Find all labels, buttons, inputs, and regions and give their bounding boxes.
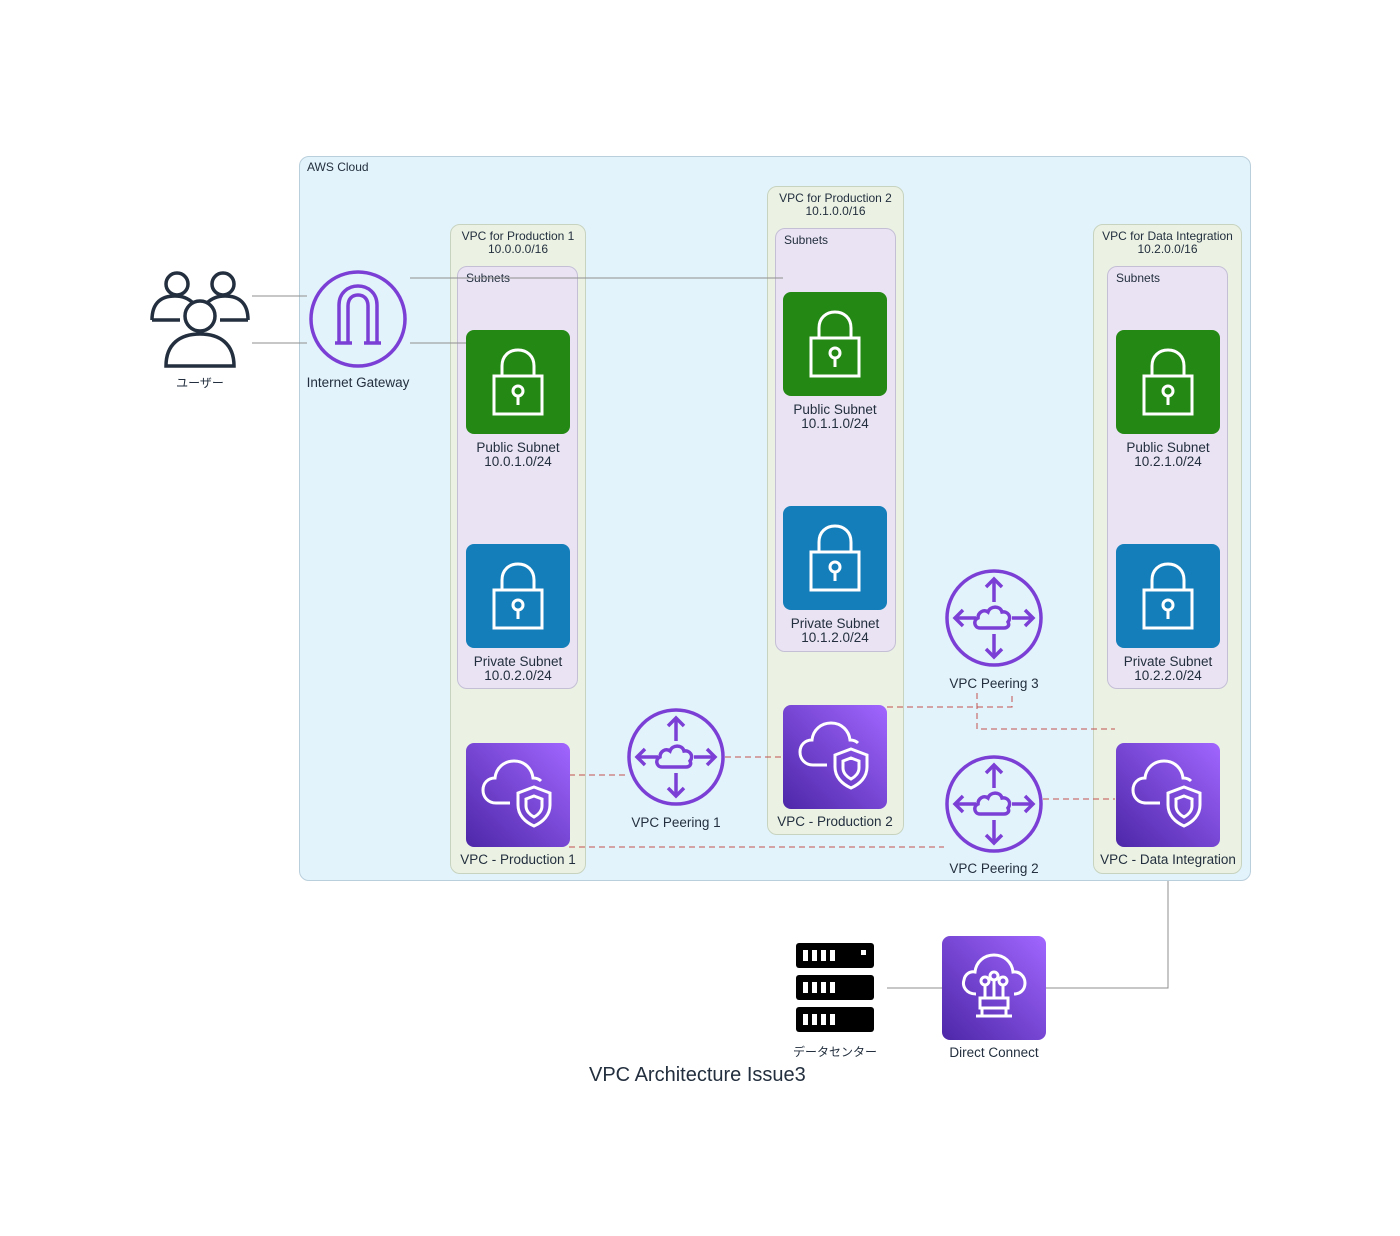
lock-icon [809, 310, 861, 378]
edge-peering3-data-integration [976, 693, 1115, 730]
vpc-production-1-node-label: VPC - Production 1 [460, 852, 576, 867]
direct-connect-icon [962, 953, 1027, 1018]
subnet-cidr: 10.0.2.0/24 [484, 668, 552, 683]
private-subnet-production-1 [466, 544, 570, 648]
users-label: ユーザー [176, 376, 224, 390]
vpc-production-2-name: VPC for Production 2 [779, 191, 892, 205]
datacenter-node [795, 940, 875, 1034]
public-subnet-data-integration-label: Public Subnet 10.2.1.0/24 [1098, 441, 1238, 469]
subnet-cidr: 10.1.1.0/24 [801, 416, 869, 431]
internet-gateway-icon [309, 270, 407, 368]
lock-icon [809, 524, 861, 592]
subnet-name: Private Subnet [473, 654, 563, 669]
vpc-production-1-node [466, 743, 570, 847]
vpc-production-2-node [783, 705, 887, 809]
aws-cloud-label: AWS Cloud [307, 160, 369, 174]
vpc-data-integration-name: VPC for Data Integration [1102, 229, 1233, 243]
server-rack-icon [796, 943, 874, 1032]
public-subnet-production-1 [466, 330, 570, 434]
vpc-peering-3-label: VPC Peering 3 [949, 676, 1039, 691]
peering-router-icon [945, 569, 1043, 667]
vpc-production-1-name: VPC for Production 1 [461, 229, 575, 243]
vpc-cloud-shield-icon [1131, 759, 1202, 828]
private-subnet-data-integration-label: Private Subnet 10.2.2.0/24 [1098, 655, 1238, 683]
subnets-production-2-label: Subnets [784, 233, 829, 247]
public-subnet-production-2 [783, 292, 887, 396]
direct-connect-label: Direct Connect [949, 1045, 1039, 1060]
vpc-peering-2-node [944, 754, 1044, 854]
vpc-data-integration-cidr: 10.2.0.0/16 [1137, 242, 1198, 256]
subnet-name: Private Subnet [790, 616, 880, 631]
vpc-production-1-title: VPC for Production 1 10.0.0.0/16 [451, 230, 585, 256]
public-subnet-production-2-label: Public Subnet 10.1.1.0/24 [765, 403, 905, 431]
peering-router-icon [945, 755, 1043, 853]
internet-gateway-node [308, 269, 408, 369]
subnet-name: Public Subnet [1126, 440, 1210, 455]
subnet-cidr: 10.1.2.0/24 [801, 630, 869, 645]
private-subnet-data-integration [1116, 544, 1220, 648]
private-subnet-production-2-label: Private Subnet 10.1.2.0/24 [765, 617, 905, 645]
edge-data-integration-direct-connect [1046, 881, 1169, 989]
datacenter-label: データセンター [792, 1045, 877, 1059]
direct-connect-node [942, 936, 1046, 1040]
lock-icon [1142, 348, 1194, 416]
vpc-production-2-cidr: 10.1.0.0/16 [805, 204, 866, 218]
lock-icon [492, 348, 544, 416]
lock-icon [492, 562, 544, 630]
vpc-data-integration-node-label: VPC - Data Integration [1100, 852, 1236, 867]
private-subnet-production-2 [783, 506, 887, 610]
subnets-data-integration-label: Subnets [1116, 271, 1161, 285]
vpc-cloud-shield-icon [481, 759, 552, 828]
edge-prod2-peering3 [887, 693, 1013, 708]
vpc-data-integration-title: VPC for Data Integration 10.2.0.0/16 [1094, 230, 1241, 256]
users-node [148, 266, 252, 370]
public-subnet-data-integration [1116, 330, 1220, 434]
subnet-name: Private Subnet [1123, 654, 1213, 669]
internet-gateway-label: Internet Gateway [306, 375, 410, 390]
subnet-name: Public Subnet [793, 402, 877, 417]
subnet-cidr: 10.0.1.0/24 [484, 454, 552, 469]
users-icon [150, 271, 250, 368]
vpc-production-2-title: VPC for Production 2 10.1.0.0/16 [768, 192, 903, 218]
vpc-cloud-shield-icon [798, 721, 869, 790]
vpc-peering-3-node [944, 568, 1044, 668]
vpc-production-1-cidr: 10.0.0.0/16 [487, 242, 549, 256]
subnet-cidr: 10.2.2.0/24 [1134, 668, 1202, 683]
vpc-peering-2-label: VPC Peering 2 [949, 861, 1039, 876]
vpc-peering-1-node [626, 707, 726, 807]
vpc-production-2-node-label: VPC - Production 2 [777, 814, 893, 829]
subnet-name: Public Subnet [476, 440, 560, 455]
diagram-title: VPC Architecture Issue3 [589, 1064, 806, 1086]
peering-router-icon [627, 708, 725, 806]
vpc-peering-1-label: VPC Peering 1 [631, 815, 721, 830]
public-subnet-production-1-label: Public Subnet 10.0.1.0/24 [448, 441, 588, 469]
lock-icon [1142, 562, 1194, 630]
private-subnet-production-1-label: Private Subnet 10.0.2.0/24 [448, 655, 588, 683]
subnet-cidr: 10.2.1.0/24 [1134, 454, 1202, 469]
vpc-data-integration-node [1116, 743, 1220, 847]
